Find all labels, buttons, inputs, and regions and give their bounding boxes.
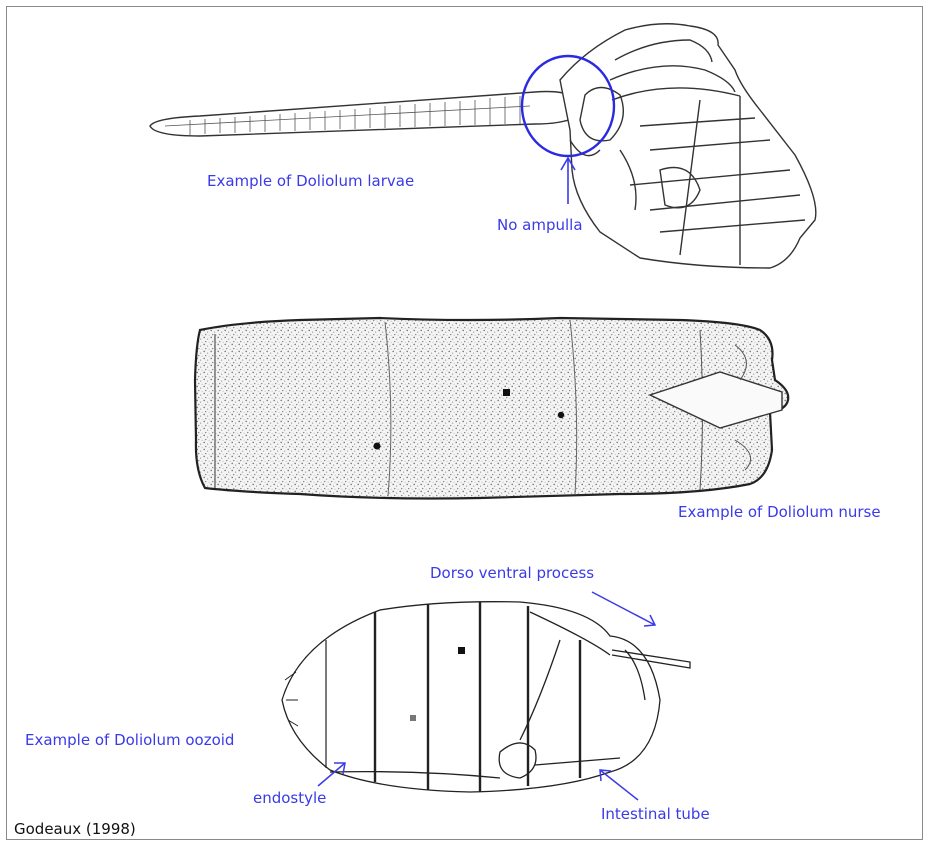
no-ampulla-label: No ampulla [497,216,583,234]
intestinal-tube-label: Intestinal tube [601,805,710,823]
no-ampulla-arrow [561,158,575,204]
intestinal-tube-arrow [600,770,638,800]
source-credit: Godeaux (1998) [14,820,136,838]
nurse-drawing [195,318,788,499]
endostyle-label: endostyle [253,789,326,807]
dorso-ventral-arrow [592,592,655,626]
dorso-ventral-label: Dorso ventral process [430,564,594,582]
oozoid-label: Example of Doliolum oozoid [25,731,234,749]
larva-drawing [150,24,816,268]
nurse-label: Example of Doliolum nurse [678,503,881,521]
larvae-label: Example of Doliolum larvae [207,172,414,190]
